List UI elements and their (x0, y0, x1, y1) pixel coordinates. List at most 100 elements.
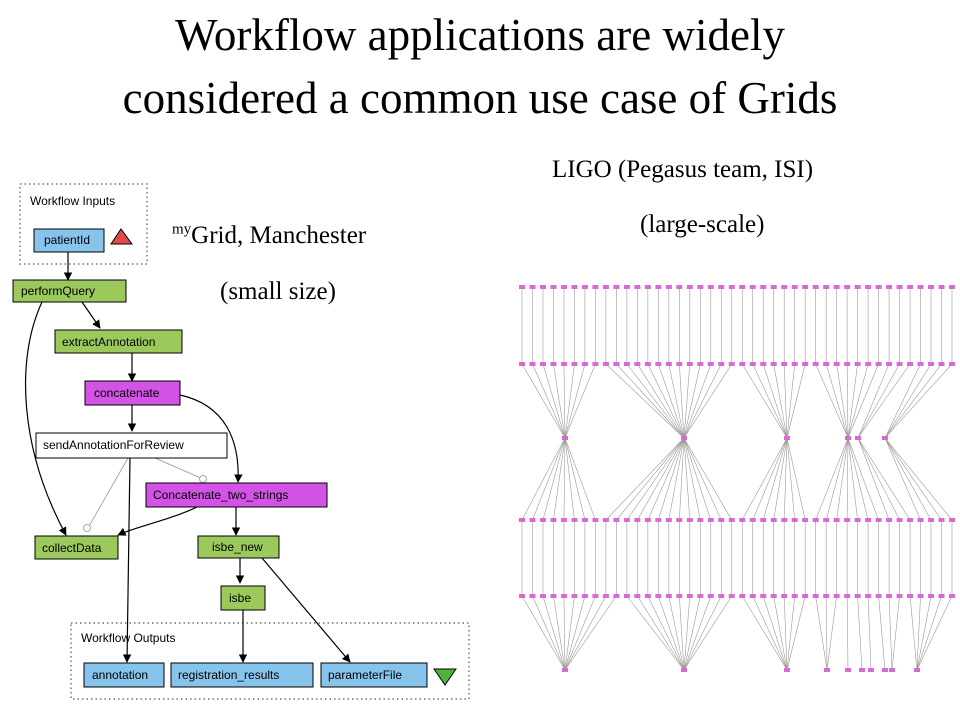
ligo-node (697, 518, 704, 522)
ligo-node (854, 594, 861, 598)
ligo-edge (857, 363, 890, 439)
ligo-node (613, 594, 620, 598)
ligo-node (949, 518, 955, 522)
ligo-node (896, 285, 903, 289)
node-collectData[interactable]: collectData (34, 535, 119, 560)
ligo-edge (626, 595, 685, 671)
ligo-edge (741, 437, 788, 521)
node-sendAnnotationForReview[interactable]: sendAnnotationForReview (35, 432, 228, 459)
ligo-node (854, 362, 861, 366)
node-concatenate-two-strings[interactable]: Concatenate_two_strings (145, 482, 328, 508)
ligo-edge (857, 437, 890, 521)
ligo-node (749, 594, 756, 598)
slide-title: Workflow applications are widely conside… (0, 4, 960, 130)
ligo-edge (668, 363, 685, 439)
ligo-edge (857, 437, 900, 521)
ligo-edge (679, 437, 685, 521)
ligo-edge (847, 363, 858, 439)
ligo-node (728, 285, 735, 289)
ligo-edge (521, 437, 566, 521)
ligo-node (529, 518, 536, 522)
ligo-node (749, 518, 756, 522)
node-parameterFile[interactable]: parameterFile (320, 662, 428, 688)
ligo-edge (564, 595, 607, 671)
node-annotation[interactable]: annotation (83, 662, 165, 688)
ligo-edge (542, 437, 566, 521)
ligo-node (875, 362, 882, 366)
ligo-node (889, 668, 895, 672)
ligo-node (907, 362, 914, 366)
ligo-node (686, 518, 693, 522)
ligo-node (812, 518, 819, 522)
ligo-node (697, 285, 704, 289)
ligo-edge (616, 437, 685, 521)
ligo-node (824, 668, 830, 672)
ligo-edge (564, 363, 575, 439)
ligo-node (634, 518, 641, 522)
mygrid-caption-main: Grid, Manchester (191, 222, 367, 249)
ligo-edge (553, 595, 566, 671)
ligo-node (886, 518, 893, 522)
ligo-node (592, 362, 599, 366)
ligo-node (854, 285, 861, 289)
workflow-outputs-label: Workflow Outputs (81, 631, 175, 645)
node-patientId[interactable]: patientId (33, 228, 105, 253)
ligo-node (781, 594, 788, 598)
ligo-node (770, 362, 777, 366)
node-concatenate[interactable]: concatenate (84, 380, 181, 406)
ligo-edge (616, 363, 685, 439)
ligo-node (760, 285, 767, 289)
ligo-node (665, 518, 672, 522)
ligo-edge (658, 595, 685, 671)
ligo-edge (884, 363, 921, 439)
ligo-node (802, 362, 809, 366)
ligo-node (833, 285, 840, 289)
ligo-node (784, 436, 790, 440)
mygrid-workflow-diagram: Workflow Inputs Workflow Outputs patient… (12, 183, 470, 700)
ligo-edge (668, 437, 685, 521)
ligo-node (760, 518, 767, 522)
svg-text:Concatenate_two_strings: Concatenate_two_strings (153, 488, 288, 502)
ligo-node (686, 285, 693, 289)
ligo-node (875, 594, 882, 598)
ligo-edge (542, 595, 566, 671)
ligo-node (623, 362, 630, 366)
ligo-node (728, 594, 735, 598)
ligo-edge (741, 595, 788, 671)
ligo-edge (564, 595, 596, 671)
workflow-outputs-box (70, 622, 470, 700)
ligo-edge (605, 363, 685, 439)
ligo-node (845, 668, 851, 672)
ligo-edge (786, 595, 806, 671)
ligo-node (739, 362, 746, 366)
ligo-node (665, 285, 672, 289)
ligo-node (802, 285, 809, 289)
node-isbe-new[interactable]: isbe_new (197, 535, 280, 559)
ligo-node (665, 594, 672, 598)
svg-text:sendAnnotationForReview: sendAnnotationForReview (43, 438, 184, 452)
ligo-node (602, 285, 609, 289)
node-registration-results[interactable]: registration_results (170, 662, 314, 688)
ligo-node (681, 436, 687, 440)
ligo-edge (626, 363, 685, 439)
ligo-edge (521, 363, 566, 439)
ligo-node (854, 518, 861, 522)
ligo-node (791, 362, 798, 366)
ligo-edge (826, 595, 837, 671)
node-performQuery[interactable]: performQuery (12, 279, 127, 303)
node-extractAnnotation[interactable]: extractAnnotation (54, 329, 183, 354)
ligo-node (571, 518, 578, 522)
ligo-node (791, 518, 798, 522)
ligo-node (602, 362, 609, 366)
ligo-edge (683, 437, 701, 521)
node-isbe[interactable]: isbe (220, 585, 266, 611)
workflow-inputs-label: Workflow Inputs (30, 194, 115, 208)
ligo-node (707, 285, 714, 289)
ligo-node (823, 285, 830, 289)
svg-text:registration_results: registration_results (178, 668, 279, 682)
svg-text:isbe: isbe (229, 591, 251, 605)
ligo-node (529, 362, 536, 366)
ligo-node (539, 518, 546, 522)
ligo-size-caption: (large-scale) (640, 211, 765, 238)
ligo-edge (637, 437, 685, 521)
